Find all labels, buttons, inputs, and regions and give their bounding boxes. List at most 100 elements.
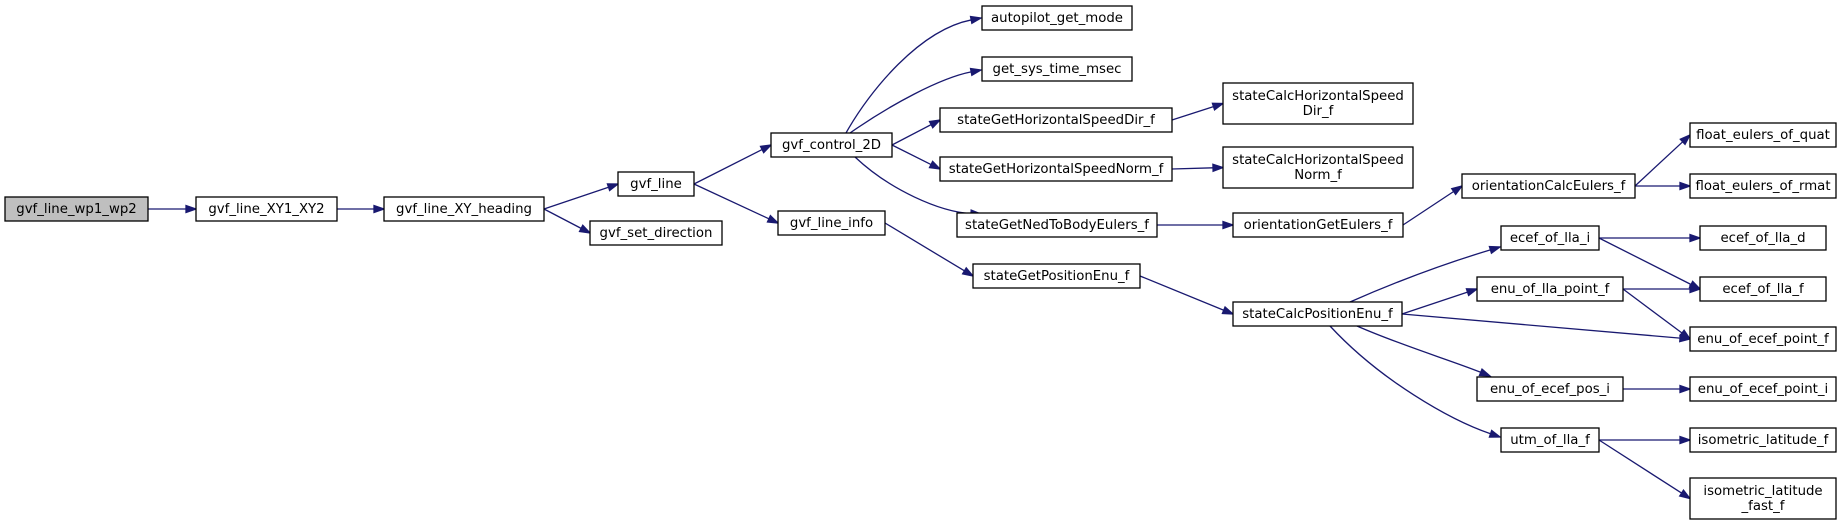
edge-line [543, 186, 609, 210]
node-stateGetHorizontalSpeedNorm_f[interactable]: stateGetHorizontalSpeedNorm_f [939, 156, 1173, 182]
edge-utm_of_lla_f-to-isometric_latitude_f [1599, 435, 1692, 445]
node-stateCalcPositionEnu_f[interactable]: stateCalcPositionEnu_f [1232, 301, 1403, 327]
node-box [1476, 276, 1624, 302]
node-stateGetPositionEnu_f[interactable]: stateGetPositionEnu_f [972, 263, 1141, 289]
node-orientationGetEulers_f[interactable]: orientationGetEulers_f [1232, 212, 1404, 238]
arrowhead-icon [928, 119, 942, 129]
node-box [981, 56, 1133, 82]
node-enu_of_lla_point_f[interactable]: enu_of_lla_point_f [1476, 276, 1624, 302]
node-gvf_set_direction[interactable]: gvf_set_direction [589, 220, 723, 246]
edge-line [845, 19, 972, 134]
edge-stateGetHorizontalSpeedDir_f-to-stateCalcHorizontalSpeedDir_f [1171, 102, 1225, 121]
node-gvf_line_XY1_XY2[interactable]: gvf_line_XY1_XY2 [195, 196, 338, 222]
node-utm_of_lla_f[interactable]: utm_of_lla_f [1500, 427, 1600, 453]
node-box [972, 263, 1141, 289]
node-ecef_of_lla_d[interactable]: ecef_of_lla_d [1699, 225, 1827, 251]
node-enu_of_ecef_point_f[interactable]: enu_of_ecef_point_f [1689, 326, 1837, 352]
node-box [1699, 276, 1827, 302]
node-gvf_line_XY_heading[interactable]: gvf_line_XY_heading [383, 196, 545, 222]
node-get_sys_time_msec[interactable]: get_sys_time_msec [981, 56, 1133, 82]
edge-line [1329, 325, 1491, 435]
node-box [1232, 301, 1403, 327]
node-ecef_of_lla_f[interactable]: ecef_of_lla_f [1699, 276, 1827, 302]
node-box [1476, 376, 1624, 402]
node-label: get_sys_time_msec [993, 62, 1122, 77]
node-label: gvf_line_info [790, 216, 873, 231]
node-isometric_latitude_fast_f[interactable]: isometric_latitude_fast_f [1689, 477, 1837, 520]
edge-stateGetPositionEnu_f-to-stateCalcPositionEnu_f [1139, 275, 1235, 315]
node-float_eulers_of_quat[interactable]: float_eulers_of_quat [1689, 122, 1837, 148]
node-box [589, 220, 723, 246]
node-box [1500, 225, 1600, 251]
edge-gvf_control_2D-to-autopilot_get_mode [845, 15, 983, 134]
edge-gvf_line_wp1_wp2-to-gvf_line_XY1_XY2 [148, 204, 198, 214]
edge-stateCalcPositionEnu_f-to-enu_of_ecef_pos_i [1356, 325, 1492, 377]
node-label: stateGetHorizontalSpeedNorm_f [949, 162, 1164, 177]
node-label: enu_of_ecef_pos_i [1490, 382, 1610, 397]
edge-line [1402, 190, 1455, 226]
arrowhead-icon [1679, 133, 1692, 146]
edge-line [693, 183, 770, 220]
node-stateGetNedToBodyEulers_f[interactable]: stateGetNedToBodyEulers_f [956, 212, 1158, 238]
edge-utm_of_lla_f-to-isometric_latitude_fast_f [1598, 439, 1692, 500]
edge-line [1634, 141, 1684, 187]
node-box [1689, 173, 1837, 199]
node-gvf_control_2D[interactable]: gvf_control_2D [770, 132, 893, 158]
arrowhead-icon [1221, 305, 1235, 315]
edge-line [693, 148, 763, 185]
node-orientationCalcEulers_f[interactable]: orientationCalcEulers_f [1461, 173, 1636, 199]
node-label: gvf_control_2D [782, 138, 881, 153]
edge-line [1139, 275, 1224, 311]
node-label: isometric_latitude [1703, 484, 1822, 499]
node-box [1689, 326, 1837, 352]
node-label: gvf_line_wp1_wp2 [16, 202, 136, 217]
call-graph-nodes: gvf_line_wp1_wp2 gvf_line_XY1_XY2 gvf_line… [4, 5, 1837, 520]
node-label: ecef_of_lla_i [1510, 231, 1590, 246]
arrowhead-icon [1488, 429, 1502, 438]
node-box [939, 156, 1173, 182]
node-stateGetHorizontalSpeedDir_f[interactable]: stateGetHorizontalSpeedDir_f [939, 107, 1173, 133]
arrowhead-icon [578, 224, 592, 234]
node-box [1232, 212, 1404, 238]
node-label: enu_of_ecef_point_f [1697, 332, 1829, 347]
node-gvf_line[interactable]: gvf_line [617, 171, 695, 197]
node-label: stateCalcPositionEnu_f [1242, 307, 1393, 322]
node-label: stateCalcHorizontalSpeed [1232, 153, 1404, 168]
node-label: Dir_f [1303, 104, 1334, 119]
arrowhead-icon [928, 160, 942, 170]
node-float_eulers_of_rmat[interactable]: float_eulers_of_rmat [1689, 173, 1837, 199]
node-box [4, 196, 149, 222]
node-box [981, 5, 1133, 31]
node-box [383, 196, 545, 222]
edge-enu_of_ecef_pos_i-to-enu_of_ecef_point_i [1623, 384, 1692, 394]
node-label: float_eulers_of_rmat [1695, 179, 1830, 194]
node-label: _fast_f [1741, 499, 1785, 514]
edge-line [1598, 439, 1682, 494]
node-enu_of_ecef_pos_i[interactable]: enu_of_ecef_pos_i [1476, 376, 1624, 402]
edge-line [1171, 105, 1214, 121]
node-enu_of_ecef_point_i[interactable]: enu_of_ecef_point_i [1689, 376, 1837, 402]
node-gvf_line_info[interactable]: gvf_line_info [777, 210, 886, 236]
node-isometric_latitude_f[interactable]: isometric_latitude_f [1689, 427, 1837, 453]
node-label: Norm_f [1294, 168, 1342, 183]
edge-line [543, 208, 582, 229]
edge-gvf_line-to-gvf_line_info [693, 183, 780, 224]
node-label: stateCalcHorizontalSpeed [1232, 89, 1404, 104]
node-autopilot_get_mode[interactable]: autopilot_get_mode [981, 5, 1133, 31]
arrowhead-icon [1450, 184, 1464, 196]
node-label: utm_of_lla_f [1510, 433, 1590, 448]
edge-stateCalcPositionEnu_f-to-ecef_of_lla_i [1349, 245, 1502, 303]
edge-gvf_line_info-to-stateGetPositionEnu_f [884, 222, 975, 278]
node-ecef_of_lla_i[interactable]: ecef_of_lla_i [1500, 225, 1600, 251]
node-label: gvf_set_direction [600, 226, 713, 241]
node-box [617, 171, 695, 197]
node-box [939, 107, 1173, 133]
node-box [1689, 477, 1837, 520]
node-box [1222, 146, 1414, 189]
arrowhead-icon [1689, 284, 1702, 294]
edge-line [1171, 167, 1214, 170]
edge-line [1349, 249, 1491, 303]
